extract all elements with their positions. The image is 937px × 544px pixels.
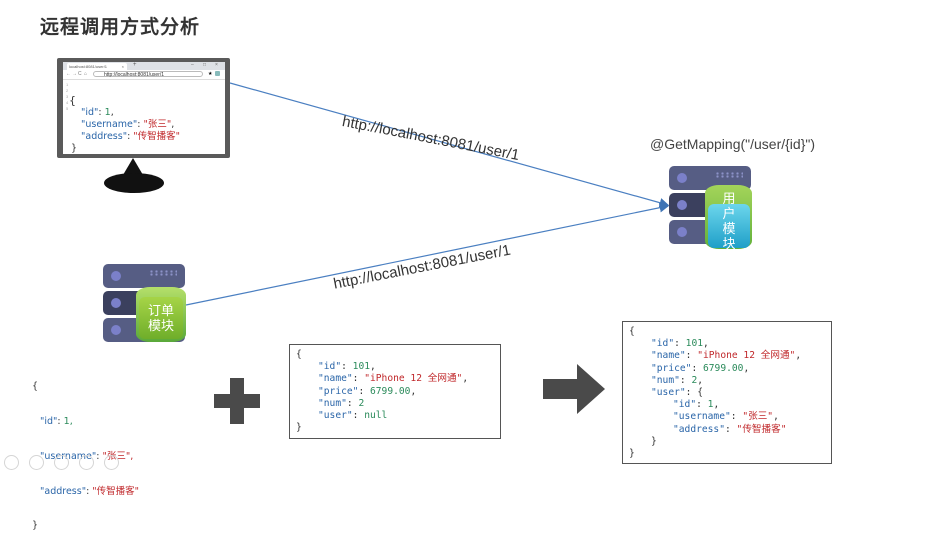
bookmark-star-icon[interactable]: ★: [208, 71, 213, 77]
json-key: "num": [318, 397, 347, 409]
user-service-server: 用户模块: [669, 166, 752, 252]
order-module-label-line2: 模块: [147, 319, 174, 334]
connector-lines: [185, 82, 670, 306]
json-value: 101: [685, 338, 703, 350]
pen-icon[interactable]: [29, 455, 44, 470]
json-close: }: [71, 143, 78, 154]
json-key: "price": [651, 362, 692, 374]
presentation-controls: [4, 455, 129, 475]
json-key: "address": [81, 131, 128, 142]
plus-icon: [214, 378, 260, 424]
order-service-server: 订单 模块: [103, 264, 186, 342]
json-value: "传智播客": [133, 131, 181, 142]
line-numbers: 1 2 3 4 5: [66, 82, 69, 111]
json-value: 2: [691, 374, 698, 386]
browser-tab[interactable]: localhost:8081/user/1 ×: [67, 63, 127, 70]
json-key: "id": [651, 338, 675, 350]
browser-json-response: { "id": 1, "username": "张三", "address": …: [69, 94, 181, 155]
maximize-icon[interactable]: □: [203, 62, 207, 68]
json-open: {: [69, 94, 76, 107]
json-value: 6799.00: [703, 362, 744, 374]
json-key: "username": [81, 119, 138, 130]
monitor-stand: [104, 173, 164, 193]
zoom-icon[interactable]: [79, 455, 94, 470]
json-value: "张三": [742, 411, 774, 423]
home-icon[interactable]: ⌂: [84, 71, 88, 77]
new-tab-icon[interactable]: +: [133, 62, 137, 68]
json-value: "传智播客": [92, 485, 140, 497]
json-close: }: [651, 435, 657, 447]
monitor-neck: [123, 158, 143, 175]
page-title: 远程调用方式分析: [40, 16, 201, 38]
right-arrow-icon: [543, 364, 605, 414]
json-key: "id": [318, 361, 342, 373]
module-block: [139, 297, 183, 339]
json-key: "price": [318, 385, 359, 397]
user-json-snippet: { "id": 1, "username": "张三", "address": …: [32, 381, 140, 532]
profile-icon[interactable]: [215, 71, 220, 76]
json-key: "username": [40, 450, 97, 462]
reload-icon[interactable]: C: [78, 71, 82, 77]
browser-window: localhost:8081/user/1 × + – □ × ← → C ⌂ …: [63, 62, 225, 154]
result-json-box: {"id": 101,"name": "iPhone 12 全网通","pric…: [622, 321, 832, 464]
json-value: 1: [104, 107, 111, 118]
get-mapping-annotation: @GetMapping("/user/{id}"): [650, 136, 816, 152]
order-json-box: {"id": 101,"name": "iPhone 12 全网通","pric…: [289, 344, 501, 439]
json-value: null: [364, 410, 388, 422]
order-module-label-line1: 订单: [147, 304, 174, 319]
json-key: "user": [318, 410, 353, 422]
json-value: 101: [352, 361, 370, 373]
json-open: {: [697, 387, 703, 399]
json-value: "iPhone 12 全网通": [697, 350, 796, 362]
json-key: "num": [651, 374, 680, 386]
json-value: 1: [707, 399, 714, 411]
close-window-icon[interactable]: ×: [215, 62, 218, 68]
back-icon[interactable]: ←: [66, 71, 71, 77]
json-value: "传智播客": [736, 423, 787, 435]
json-key: "address": [40, 485, 87, 497]
request-arrow-order: [185, 202, 670, 306]
json-key: "id": [673, 399, 697, 411]
json-key: "user": [651, 387, 686, 399]
request-arrow-browser: [229, 82, 670, 208]
json-close: }: [296, 422, 302, 434]
minimize-icon[interactable]: –: [191, 62, 194, 68]
json-value: 1,: [63, 415, 73, 427]
json-close: }: [32, 520, 39, 532]
tab-close-icon[interactable]: ×: [121, 64, 124, 69]
json-value: "张三",: [102, 450, 134, 462]
pointer-icon[interactable]: [4, 455, 19, 470]
json-value: "张三": [143, 119, 172, 130]
json-value: 6799.00: [370, 385, 411, 397]
json-key: "address": [673, 423, 725, 435]
json-key: "id": [40, 415, 58, 427]
user-module-label: 用户模块: [722, 192, 736, 252]
json-key: "name": [318, 373, 353, 385]
json-open: {: [32, 381, 39, 393]
tab-title: localhost:8081/user/1: [69, 64, 108, 69]
slides-icon[interactable]: [54, 455, 69, 470]
browser-tab-bar: localhost:8081/user/1 × + – □ ×: [63, 62, 225, 70]
browser-toolbar: ← → C ⌂ http://localhost:8081/user/1 ★: [63, 70, 225, 80]
order-module-label: 订单 模块: [139, 304, 183, 334]
server-unit: [103, 264, 185, 288]
json-value: "iPhone 12 全网通": [364, 373, 463, 385]
json-open: {: [296, 349, 302, 360]
json-close: }: [629, 448, 635, 460]
more-icon[interactable]: [104, 455, 119, 470]
module-block: [708, 204, 750, 248]
address-bar[interactable]: http://localhost:8081/user/1: [93, 71, 203, 78]
json-value: 2: [358, 397, 365, 409]
json-open: {: [629, 326, 635, 337]
json-key: "name": [651, 350, 686, 362]
json-key: "username": [673, 411, 731, 423]
json-key: "id": [81, 107, 99, 118]
forward-icon[interactable]: →: [72, 71, 77, 77]
